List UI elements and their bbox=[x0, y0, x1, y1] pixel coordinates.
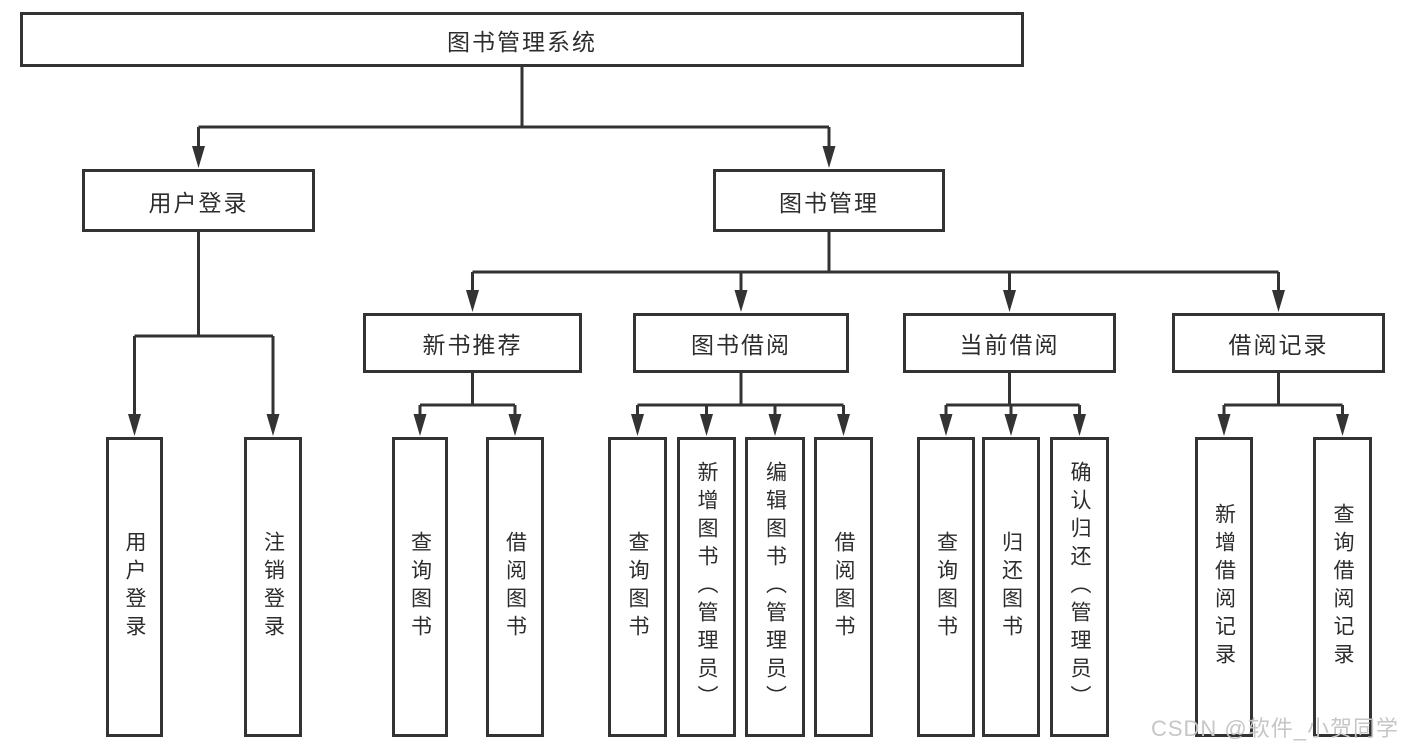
node-label: 新增借阅记录 bbox=[1212, 503, 1236, 671]
node-label: 查询借阅记录 bbox=[1331, 503, 1354, 671]
arrowhead bbox=[508, 414, 522, 436]
node-new-book-recommendation: 新书推荐 bbox=[363, 313, 582, 373]
node-label: 用户登录 bbox=[123, 531, 146, 643]
arrowhead bbox=[822, 146, 836, 168]
node-label: 查询图书 bbox=[626, 531, 649, 643]
leaf-borrowing-query-books: 查询图书 bbox=[608, 437, 667, 737]
node-label: 用户登录 bbox=[148, 189, 249, 216]
connector-records-to-leaves bbox=[1222, 373, 1344, 418]
leaf-borrowing-borrow-books: 借阅图书 bbox=[814, 437, 873, 737]
leaf-records-query-record: 查询借阅记录 bbox=[1313, 437, 1372, 737]
node-label: 查询图书 bbox=[934, 531, 958, 643]
node-library-management-system: 图书管理系统 bbox=[20, 12, 1024, 67]
node-label: 借阅图书 bbox=[832, 531, 855, 643]
node-label: 编辑图书（管理员） bbox=[763, 461, 787, 713]
arrowhead bbox=[631, 414, 644, 436]
connector-root-to-level2 bbox=[197, 67, 831, 150]
leaf-records-add-record: 新增借阅记录 bbox=[1195, 437, 1253, 737]
arrowhead bbox=[939, 414, 953, 436]
node-label: 新增图书（管理员） bbox=[695, 461, 718, 713]
node-label: 图书借阅 bbox=[691, 332, 791, 358]
leaf-user-login: 用户登录 bbox=[106, 437, 163, 737]
arrowhead bbox=[837, 414, 850, 436]
node-label: 借阅记录 bbox=[1228, 332, 1329, 358]
node-user-login: 用户登录 bbox=[82, 169, 315, 232]
node-label: 借阅图书 bbox=[503, 531, 527, 643]
arrowhead bbox=[1272, 290, 1285, 312]
arrowhead bbox=[1336, 414, 1349, 436]
node-label: 查询图书 bbox=[408, 531, 432, 643]
leaf-recommend-borrow-books: 借阅图书 bbox=[486, 437, 544, 737]
leaf-borrowing-edit-books-admin: 编辑图书（管理员） bbox=[745, 437, 805, 737]
arrowhead bbox=[413, 414, 427, 436]
arrowhead bbox=[128, 414, 141, 436]
node-borrowing-records: 借阅记录 bbox=[1172, 313, 1385, 373]
arrowhead bbox=[466, 290, 479, 312]
csdn-watermark: CSDN @软件_小贺同学 bbox=[1150, 716, 1399, 741]
arrowhead bbox=[1004, 414, 1018, 436]
connector-current-to-leaves bbox=[944, 373, 1081, 418]
node-label: 当前借阅 bbox=[959, 332, 1060, 358]
leaf-recommend-query-books: 查询图书 bbox=[392, 437, 448, 737]
arrowhead bbox=[192, 146, 205, 168]
node-label: 注销登录 bbox=[261, 531, 285, 643]
connector-borrowing-to-leaves bbox=[636, 373, 845, 418]
node-label: 归还图书 bbox=[999, 531, 1023, 643]
node-book-management: 图书管理 bbox=[713, 169, 945, 232]
leaf-borrowing-add-books-admin: 新增图书（管理员） bbox=[677, 437, 736, 737]
arrowhead bbox=[768, 414, 782, 436]
node-label: 图书管理系统 bbox=[447, 28, 597, 55]
node-label: 图书管理 bbox=[779, 189, 879, 216]
connector-bookmgmt-to-level3 bbox=[471, 232, 1280, 293]
connector-userlogin-to-leaves bbox=[133, 232, 275, 418]
leaf-current-query-books: 查询图书 bbox=[917, 437, 975, 737]
node-current-borrowing: 当前借阅 bbox=[903, 313, 1116, 373]
leaf-logout: 注销登录 bbox=[244, 437, 302, 737]
arrowhead bbox=[266, 414, 280, 436]
arrowhead bbox=[700, 414, 713, 436]
connector-recommend-to-leaves bbox=[418, 373, 517, 418]
arrowhead bbox=[1217, 414, 1231, 436]
arrowhead bbox=[1073, 414, 1086, 436]
arrowhead bbox=[1003, 290, 1016, 312]
node-book-borrowing: 图书借阅 bbox=[633, 313, 849, 373]
node-label: 确认归还（管理员） bbox=[1068, 461, 1091, 713]
arrowhead bbox=[734, 290, 748, 312]
leaf-current-confirm-return-admin: 确认归还（管理员） bbox=[1050, 437, 1109, 737]
node-label: 新书推荐 bbox=[422, 332, 523, 358]
leaf-current-return-books: 归还图书 bbox=[982, 437, 1040, 737]
